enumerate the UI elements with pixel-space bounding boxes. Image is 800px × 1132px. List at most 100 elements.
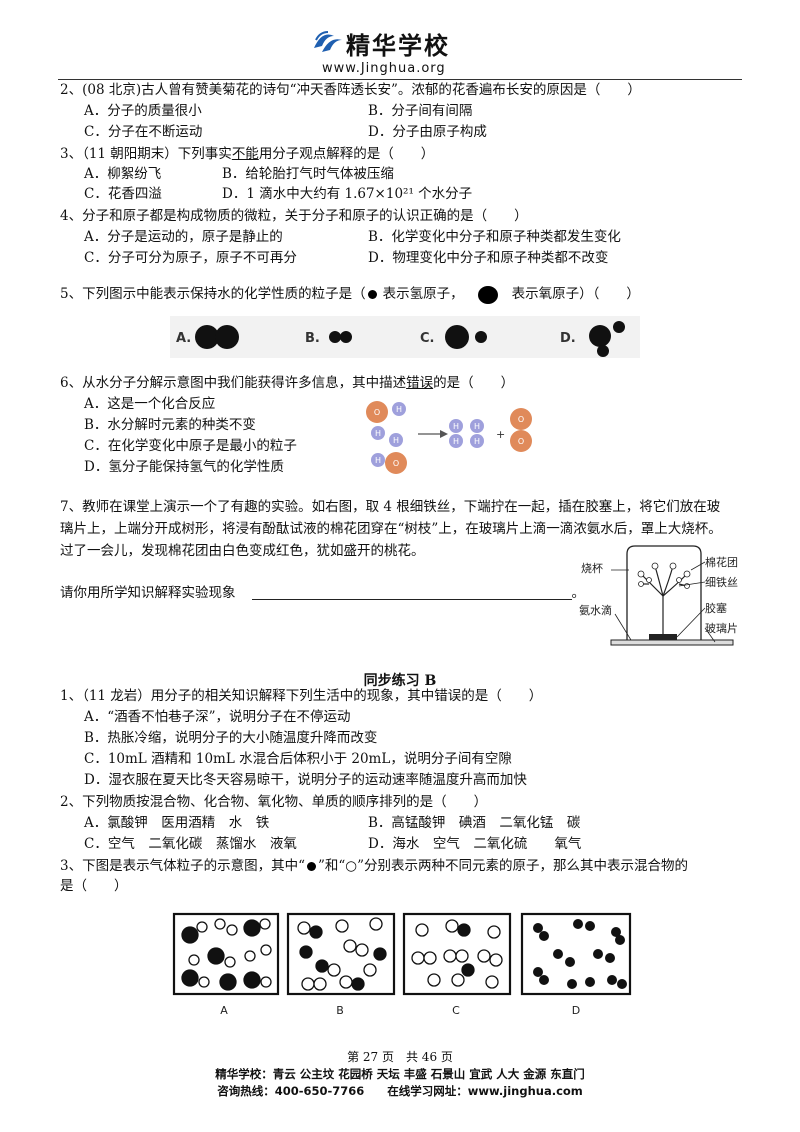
b3-line-1-mid: ”和“○”分别表示两种不同元素的原子，那么其中表示混合物的 (318, 858, 688, 874)
q6-option-b: B．水分解时元素的种类不变 (84, 417, 256, 433)
h-atom (470, 419, 484, 433)
o-atom (366, 401, 388, 423)
b2-option-d: D．海水 空气 二氧化硫 氧气 (368, 836, 582, 852)
oxygen-atom-icon (477, 285, 498, 304)
q4-option-a: A．分子是运动的，原子是静止的 (84, 229, 283, 245)
q5-stem-pre: 5、下列图示中能表示保持水的化学性质的粒子是（ (60, 286, 366, 302)
glass-plate (610, 639, 734, 646)
q6-stem-pre: 6、从水分子分解示意图中我们能获得许多信息，其中描述 (60, 375, 407, 391)
q5-stem-post: 表示氧原子）（ ） (511, 286, 640, 302)
h-atom-label: H (474, 422, 480, 431)
q5-a-atom-2 (215, 325, 239, 349)
o-atom (385, 452, 407, 474)
box-d-particles (533, 919, 627, 989)
q5-b-atom-1 (329, 331, 341, 343)
gas-particles-figure: A B C D (172, 912, 632, 1017)
logo-icon (314, 31, 342, 52)
header-divider (58, 79, 742, 80)
h-atom-label: H (375, 429, 381, 438)
hydrogen-atom-icon (367, 290, 377, 299)
b2-option-b: B．高锰酸钾 碘酒 二氧化锰 碳 (368, 815, 581, 831)
b1-stem: 1、（11 龙岩）用分子的相关知识解释下列生活中的现象，其中错误的是（ ） (60, 688, 543, 704)
q2-stem: 2、(08 北京)古人曾有赞美菊花的诗句“冲天香阵透长安”。浓郁的花香遍布长安的… (60, 82, 641, 98)
h-atom-label: H (396, 405, 402, 414)
q5-d-atom-2 (613, 321, 625, 333)
b2-stem: 2、下列物质按混合物、化合物、氧化物、单质的顺序排列的是（ ） (60, 794, 488, 810)
hotline-info: 咨询热线：400-650-7766 在线学习网址：www.jinghua.com (217, 1084, 583, 1098)
b1-option-a: A．“酒香不怕巷子深”，说明分子在不停运动 (84, 709, 351, 725)
water-decomposition-figure: O H H H H O H H H H + O O (366, 401, 532, 474)
b1-option-d: D．湿衣服在夏天比冬天容易晾干，说明分子的运动速率随温度升高而加快 (84, 772, 527, 788)
q5-label-c: C. (420, 331, 434, 346)
label-cotton: 棉花团 (705, 555, 738, 569)
q4-option-c: C．分子可分为原子，原子不可再分 (84, 250, 297, 266)
o-atom-label: O (393, 459, 399, 468)
site-url: www.Jinghua.org (322, 61, 446, 76)
q6-stem-underlined: 错误 (406, 375, 434, 391)
h-atom (470, 434, 484, 448)
box-b-particles (297, 917, 387, 991)
page-number: 第 27 页 共 46 页 (347, 1050, 453, 1064)
b2-option-c: C．空气 二氧化碳 蒸馏水 液氧 (84, 836, 297, 852)
b2-option-a: A．氯酸钾 医用酒精 水 铁 (84, 815, 270, 831)
b3-line-2: 是（ ） (60, 878, 128, 894)
q2-option-c: C．分子在不断运动 (84, 124, 203, 140)
label-leaders (611, 561, 716, 643)
box-c-particles (411, 919, 503, 989)
q4-stem: 4、分子和原子都是构成物质的微粒，关于分子和原子的认识正确的是（ ） (60, 208, 528, 224)
q2-option-a: A．分子的质量很小 (84, 103, 202, 119)
q3-stem-underlined: 不能 (231, 146, 259, 162)
q7-answer-blank[interactable] (251, 587, 572, 600)
q2-option-b: B．分子间有间隔 (368, 103, 473, 119)
ammonia-experiment-figure: 烧杯 棉花团 细铁丝 氨水滴 胶塞 玻璃片 (579, 545, 738, 646)
q7-ask-text: 请你用所学知识解释实验现象 (60, 585, 236, 601)
q5-c-atom-2 (475, 331, 487, 343)
q7-line-3: 过了一会儿，发现棉花团由白色变成红色，犹如盛开的桃花。 (60, 543, 425, 559)
h-atom-label: H (474, 437, 480, 446)
label-stopper: 胶塞 (705, 601, 727, 615)
campus-list: 精华学校：青云 公主坟 花园桥 天坛 丰盛 石景山 宜武 人大 金源 东直门 (215, 1067, 585, 1081)
h-atom (371, 426, 385, 440)
h-atom-label: H (453, 437, 459, 446)
q7-ask: 请你用所学知识解释实验现象 。 (60, 583, 585, 603)
box-b (286, 912, 396, 996)
q3-stem-post: 用分子观点解释的是（ ） (258, 146, 435, 162)
q5-b-atom-2 (340, 331, 352, 343)
q5-d-atom-3 (597, 345, 609, 357)
box-b-label: B (336, 1004, 344, 1017)
q6-stem-post: 的是（ ） (433, 375, 515, 391)
q3-stem: 3、（11 朝阳期末）下列事实不能用分子观点解释的是（ ） (60, 144, 434, 164)
h-atom (392, 402, 406, 416)
box-d-label: D (572, 1004, 580, 1017)
h-atom-label: H (375, 456, 381, 465)
q5-a-atom-1 (195, 325, 219, 349)
o-atom (510, 430, 532, 452)
q4-option-d: D．物理变化中分子和原子种类都不改变 (368, 250, 609, 266)
label-ammonia: 氨水滴 (579, 603, 612, 617)
h-atom-label: H (453, 422, 459, 431)
label-wire: 细铁丝 (705, 576, 738, 589)
q5-figure: A. B. C. D. (170, 316, 640, 358)
cotton-balls (637, 562, 691, 589)
o-atom-label: O (518, 437, 524, 446)
q7-ask-end: 。 (571, 585, 586, 601)
b1-option-b: B．热胀冷缩，说明分子的大小随温度升降而改变 (84, 730, 378, 746)
q7-line-2: 璃片上，上端分开成树形，将浸有酚酞试液的棉花团穿在“树枝”上，在玻璃片上滴一滴浓… (60, 521, 722, 537)
beaker-outline (626, 545, 702, 640)
box-a-particles (181, 918, 272, 991)
h-atom (449, 434, 463, 448)
q5-label-b: B. (305, 331, 320, 346)
filled-atom-icon (307, 862, 316, 871)
h-atom-label: H (393, 436, 399, 445)
box-c-label: C (452, 1004, 460, 1017)
box-a-label: A (220, 1004, 228, 1017)
q5-stem: 5、下列图示中能表示保持水的化学性质的粒子是（表示氢原子，表示氧原子）（ ） (60, 284, 640, 304)
q6-option-a: A．这是一个化合反应 (84, 396, 216, 412)
label-glass: 玻璃片 (705, 621, 738, 635)
box-a (172, 912, 280, 996)
iron-wire-tree (640, 565, 688, 634)
arrow-head-icon (440, 430, 448, 438)
section-b-title: 同步练习 B (363, 673, 437, 689)
h-atom (371, 453, 385, 467)
q6-stem: 6、从水分子分解示意图中我们能获得许多信息，其中描述错误的是（ ） (60, 373, 514, 393)
